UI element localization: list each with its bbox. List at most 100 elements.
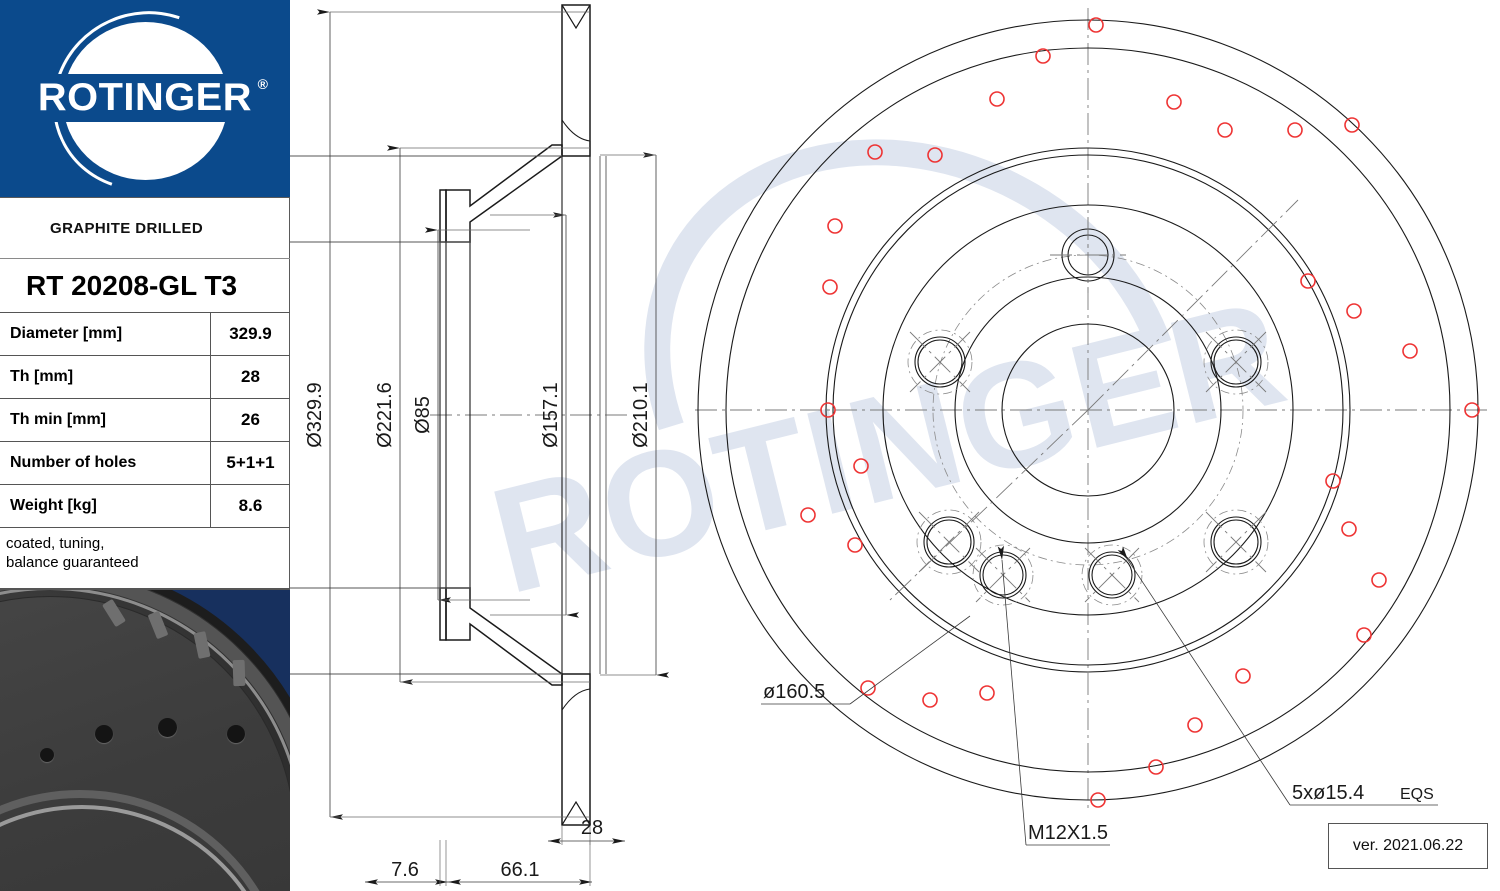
technical-drawing: Ø329.9 Ø221.6 Ø85 Ø157.1 Ø210.1 <box>290 0 1500 891</box>
bolt-hole-outer <box>1210 336 1262 388</box>
spec-value-holes: 5+1+1 <box>226 453 275 472</box>
drilled-hole <box>1344 117 1360 133</box>
dim-label-210: Ø210.1 <box>630 382 652 448</box>
disc-friction-inner-circle2 <box>832 154 1344 666</box>
drilled-hole <box>1166 94 1182 110</box>
photo-vane-tick <box>232 659 246 687</box>
drilled-hole <box>1187 717 1203 733</box>
dim-label-221: Ø221.6 <box>374 382 396 448</box>
bolt-hole-inner <box>1213 519 1259 565</box>
leader-bolt-label: 5xø15.4 <box>1292 782 1364 804</box>
product-photo <box>0 589 290 891</box>
dim-label-28: 28 <box>581 817 603 839</box>
bolt-hole <box>1203 509 1269 575</box>
dim-label-329: Ø329.9 <box>304 382 326 448</box>
leader-thread-label: M12X1.5 <box>1028 822 1108 844</box>
leader-pcd-line <box>849 615 971 705</box>
section-bell-curve-bottom <box>561 688 591 711</box>
section-bell-curve-top <box>561 119 591 142</box>
product-code: RT 20208-GL T3 <box>0 259 290 313</box>
disc-brake-band-circle <box>725 47 1451 773</box>
spec-value-th: 28 <box>241 367 260 386</box>
spec-value-diameter: 329.9 <box>229 324 272 343</box>
drilled-hole <box>1287 122 1303 138</box>
table-row: Diameter [mm] 329.9 <box>0 313 290 356</box>
bolt-thread-outer <box>916 509 982 575</box>
drilled-hole <box>1371 572 1387 588</box>
drilled-hole <box>860 680 876 696</box>
drilled-hole <box>979 685 995 701</box>
product-notes-line1: coated, tuning, <box>6 535 105 552</box>
radial-centerline-1 <box>1087 199 1299 411</box>
drawing-canvas: Ø329.9 Ø221.6 Ø85 Ø157.1 Ø210.1 <box>290 4 1490 886</box>
leader-thread-line <box>997 545 1027 846</box>
disc-center-bore <box>1001 323 1175 497</box>
bolt-hole <box>1203 329 1269 395</box>
section-hat-cone-bottom <box>445 587 563 686</box>
drilled-hole <box>847 537 863 553</box>
brand-logo: ROTINGER ® <box>0 0 290 198</box>
photo-drilled-hole <box>227 725 245 743</box>
cross-section-view: Ø329.9 Ø221.6 Ø85 Ø157.1 Ø210.1 <box>290 4 669 886</box>
spec-label-diameter: Diameter [mm] <box>0 313 211 355</box>
bolt-thread-outer <box>907 329 973 395</box>
version-badge: ver. 2021.06.22 <box>1328 823 1488 869</box>
bolt-cross-b <box>1084 547 1140 603</box>
dim-label-157: Ø157.1 <box>540 382 562 448</box>
drilled-hole <box>827 218 843 234</box>
dim-label-76: 7.6 <box>391 859 419 881</box>
drilled-hole <box>800 507 816 523</box>
drilled-hole <box>820 402 836 418</box>
front-view: ø160.5 M12X1.5 5xø15.4 EQS <box>695 8 1490 846</box>
bolt-hole <box>907 329 973 395</box>
logo-wordmark: ROTINGER <box>37 76 253 119</box>
table-row: Number of holes 5+1+1 <box>0 442 290 485</box>
drilled-hole <box>989 91 1005 107</box>
leader-bolt-line <box>1117 546 1291 806</box>
drilled-hole <box>1300 273 1316 289</box>
drilled-hole <box>922 692 938 708</box>
leader-bolt-holes: 5xø15.4 EQS <box>1117 546 1438 806</box>
bolt-thread-outer <box>1203 509 1269 575</box>
section-top-groove-line <box>561 4 591 30</box>
table-row: Th [mm] 28 <box>0 356 290 399</box>
bolt-hole-inner <box>1091 554 1133 596</box>
logo-wordmark-band: ROTINGER <box>0 74 290 122</box>
leader-thread: M12X1.5 <box>997 545 1110 846</box>
bolt-cross-b <box>1205 331 1267 393</box>
drilled-hole <box>1035 48 1051 64</box>
bolt-hole-outer <box>923 516 975 568</box>
locating-pin-hole <box>1050 217 1126 293</box>
disc-friction-inner-circle <box>825 147 1351 673</box>
leader-pcd: ø160.5 <box>761 615 971 705</box>
spec-label-th-min: Th min [mm] <box>0 399 211 441</box>
spec-value-weight: 8.6 <box>238 496 263 515</box>
leader-pcd-label: ø160.5 <box>763 681 825 703</box>
bolt-thread-outer <box>1081 544 1143 606</box>
product-notes-line2: balance guaranteed <box>6 554 139 572</box>
section-top-groove <box>561 4 591 30</box>
drilled-hole <box>927 147 943 163</box>
drilled-hole <box>1346 303 1362 319</box>
drilled-hole <box>1325 473 1341 489</box>
drilled-hole <box>1088 17 1104 33</box>
drilled-hole <box>1341 521 1357 537</box>
product-info-panel: ROTINGER ® GRAPHITE DRILLED RT 20208-GL … <box>0 0 290 891</box>
radial-centerline-2 <box>889 409 1089 601</box>
bolt-hole <box>1081 544 1143 606</box>
drilled-hole <box>1217 122 1233 138</box>
drilled-hole <box>1235 668 1251 684</box>
bolt-thread-outer <box>972 544 1034 606</box>
drilled-hole-pattern <box>800 17 1480 808</box>
section-hat-cone-top <box>445 144 563 243</box>
disc-outer-circle <box>697 19 1479 801</box>
leader-bolt-suffix: EQS <box>1400 786 1434 803</box>
drilled-hole <box>853 458 869 474</box>
bolt-hole-outer <box>914 336 966 388</box>
dim-label-661: 66.1 <box>501 859 540 881</box>
bolt-thread-outer <box>1203 329 1269 395</box>
photo-drilled-hole <box>95 725 113 743</box>
bolt-hole-outer <box>1210 516 1262 568</box>
dim-label-85: Ø85 <box>412 396 434 434</box>
table-row: Th min [mm] 26 <box>0 399 290 442</box>
